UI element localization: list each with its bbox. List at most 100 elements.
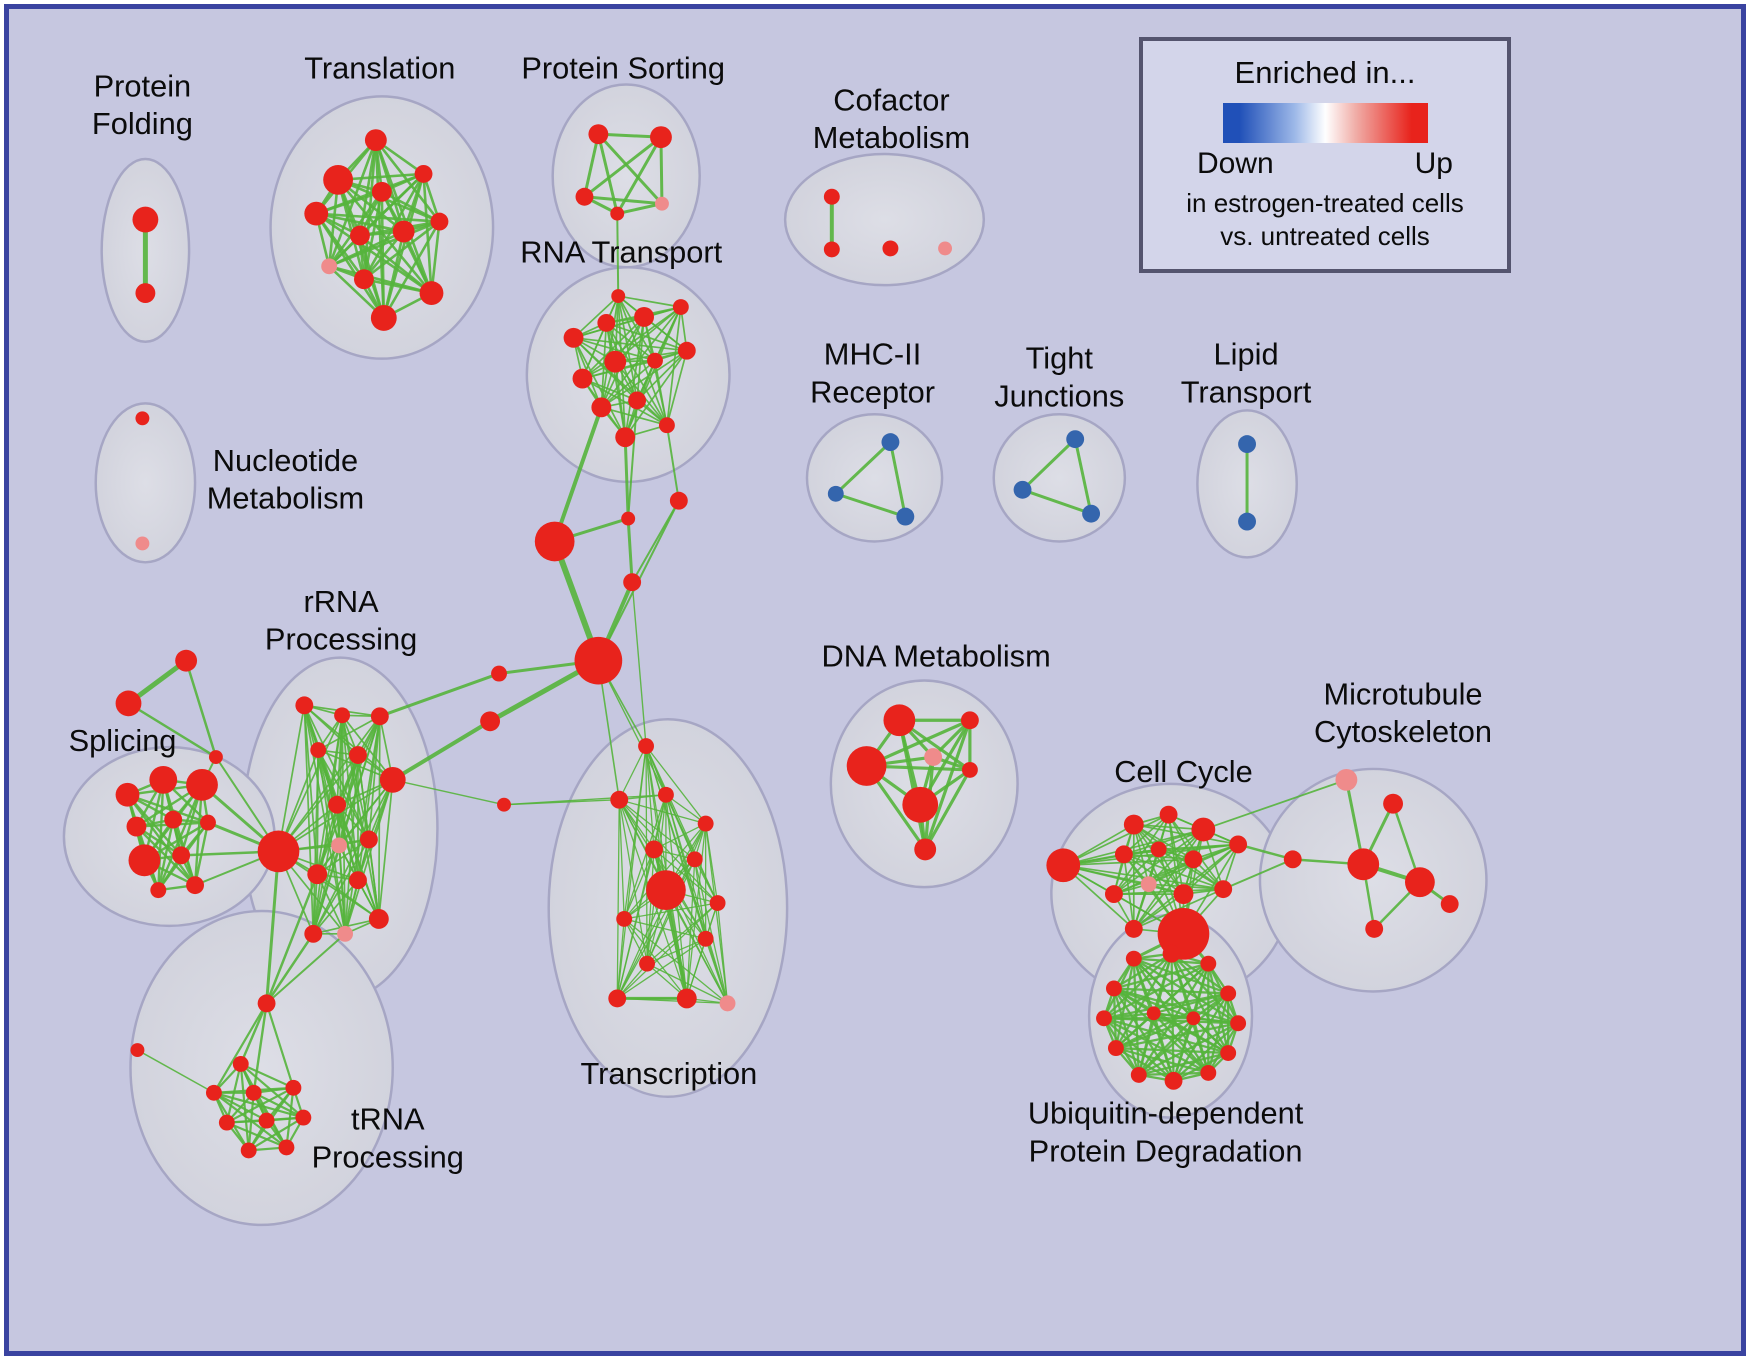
cluster-label-splicing: Splicing	[69, 723, 177, 758]
gene-set-node-ub11	[1164, 1071, 1183, 1090]
edge	[1062, 813, 1170, 867]
edge	[1113, 888, 1225, 895]
edge	[1102, 1017, 1230, 1055]
gene-set-node-tc5	[645, 840, 663, 859]
edge	[1113, 858, 1195, 895]
gene-set-node-rr6	[379, 766, 406, 793]
gene-set-node-ub3	[1200, 955, 1217, 972]
edge	[1192, 1017, 1210, 1075]
edge	[1123, 853, 1185, 895]
edge	[616, 212, 620, 298]
edge	[1112, 962, 1210, 990]
edge	[1123, 853, 1225, 890]
gene-set-node-rr8	[331, 837, 348, 854]
edge	[572, 336, 668, 427]
edge	[184, 659, 218, 759]
edge	[1152, 992, 1230, 1015]
edge	[1114, 1046, 1210, 1075]
edge	[317, 715, 381, 751]
edge	[1102, 1017, 1210, 1075]
gene-set-node-tl5	[414, 164, 433, 183]
gene-set-node-mt3	[1283, 850, 1302, 869]
edge	[1114, 1046, 1230, 1055]
gene-set-node-ub12	[1200, 1064, 1217, 1081]
edge	[239, 1002, 268, 1066]
edge	[618, 799, 625, 920]
edge	[834, 440, 892, 496]
edge	[312, 873, 319, 935]
gene-set-node-tl7	[392, 220, 415, 243]
gene-set-node-ps1	[588, 124, 609, 145]
node-layer	[115, 124, 1459, 1159]
gene-set-node-sp2	[149, 765, 178, 794]
gene-set-node-cc4	[1229, 835, 1248, 854]
gene-set-node-tcbig	[646, 870, 686, 910]
edge	[344, 779, 394, 935]
gene-set-node-tc8	[616, 910, 633, 927]
edge	[265, 872, 319, 1005]
gene-set-node-dn5	[961, 761, 978, 778]
gene-set-node-rt8	[572, 368, 593, 389]
edge	[1132, 957, 1155, 1015]
edge	[380, 190, 441, 223]
gene-set-node-pf2	[135, 283, 156, 304]
edge	[614, 306, 682, 363]
gene-set-node-tr4	[285, 1079, 302, 1096]
gene-set-node-tr2	[205, 1084, 222, 1101]
gene-set-node-tr7	[295, 1109, 312, 1126]
edge	[623, 918, 729, 1005]
gene-set-node-tr9	[278, 1139, 295, 1156]
cluster-ellipse-mhc-ii-receptor	[805, 413, 944, 543]
gene-set-node-rr2	[334, 707, 351, 724]
gene-set-node-cf4	[938, 241, 953, 256]
edge	[686, 822, 707, 1000]
edge	[581, 322, 608, 380]
gene-set-node-tc3	[657, 786, 674, 803]
edge	[636, 349, 688, 402]
gene-set-node-ub9	[1220, 1045, 1237, 1061]
gene-set-node-cc8	[1140, 876, 1157, 893]
edge	[336, 803, 359, 882]
gene-set-node-tc12	[676, 988, 697, 1009]
edge	[1137, 1012, 1155, 1077]
edge	[605, 322, 656, 362]
gene-set-node-tl4	[371, 181, 392, 202]
gene-set-node-fc1	[621, 511, 636, 526]
edge	[303, 704, 315, 935]
edge	[1112, 952, 1173, 990]
edge	[623, 794, 667, 920]
edge	[1172, 1051, 1230, 1083]
gene-set-node-rt10	[628, 391, 647, 410]
gene-set-node-fc3	[623, 573, 642, 592]
edge	[312, 779, 394, 935]
gene-set-node-cc1	[1123, 814, 1144, 835]
gene-set-node-cf3	[882, 240, 899, 257]
edge	[626, 517, 634, 584]
gene-set-node-hub	[574, 636, 623, 685]
gene-set-node-tg1	[175, 649, 198, 672]
gene-set-node-tg2	[115, 690, 142, 717]
gene-set-node-dn1	[883, 704, 916, 737]
gene-set-node-mt6	[1440, 895, 1459, 913]
edge	[1112, 987, 1230, 995]
edge	[665, 794, 719, 904]
edge	[303, 704, 346, 935]
edge	[645, 745, 707, 825]
edge	[314, 212, 386, 320]
edge	[1236, 843, 1294, 861]
edge	[1137, 1017, 1195, 1077]
legend: Enriched in... Down Up in estrogen-treat…	[1139, 37, 1511, 273]
gene-set-node-cc3	[1191, 817, 1216, 842]
gene-set-node-dn3	[846, 746, 887, 786]
gene-set-node-tc11	[608, 989, 627, 1008]
edge	[265, 849, 280, 1005]
edge	[616, 938, 707, 1000]
gene-set-node-rr10	[307, 864, 328, 885]
gene-set-node-tc10	[639, 955, 655, 972]
gene-set-node-fc7	[497, 797, 511, 812]
edge	[694, 858, 719, 904]
